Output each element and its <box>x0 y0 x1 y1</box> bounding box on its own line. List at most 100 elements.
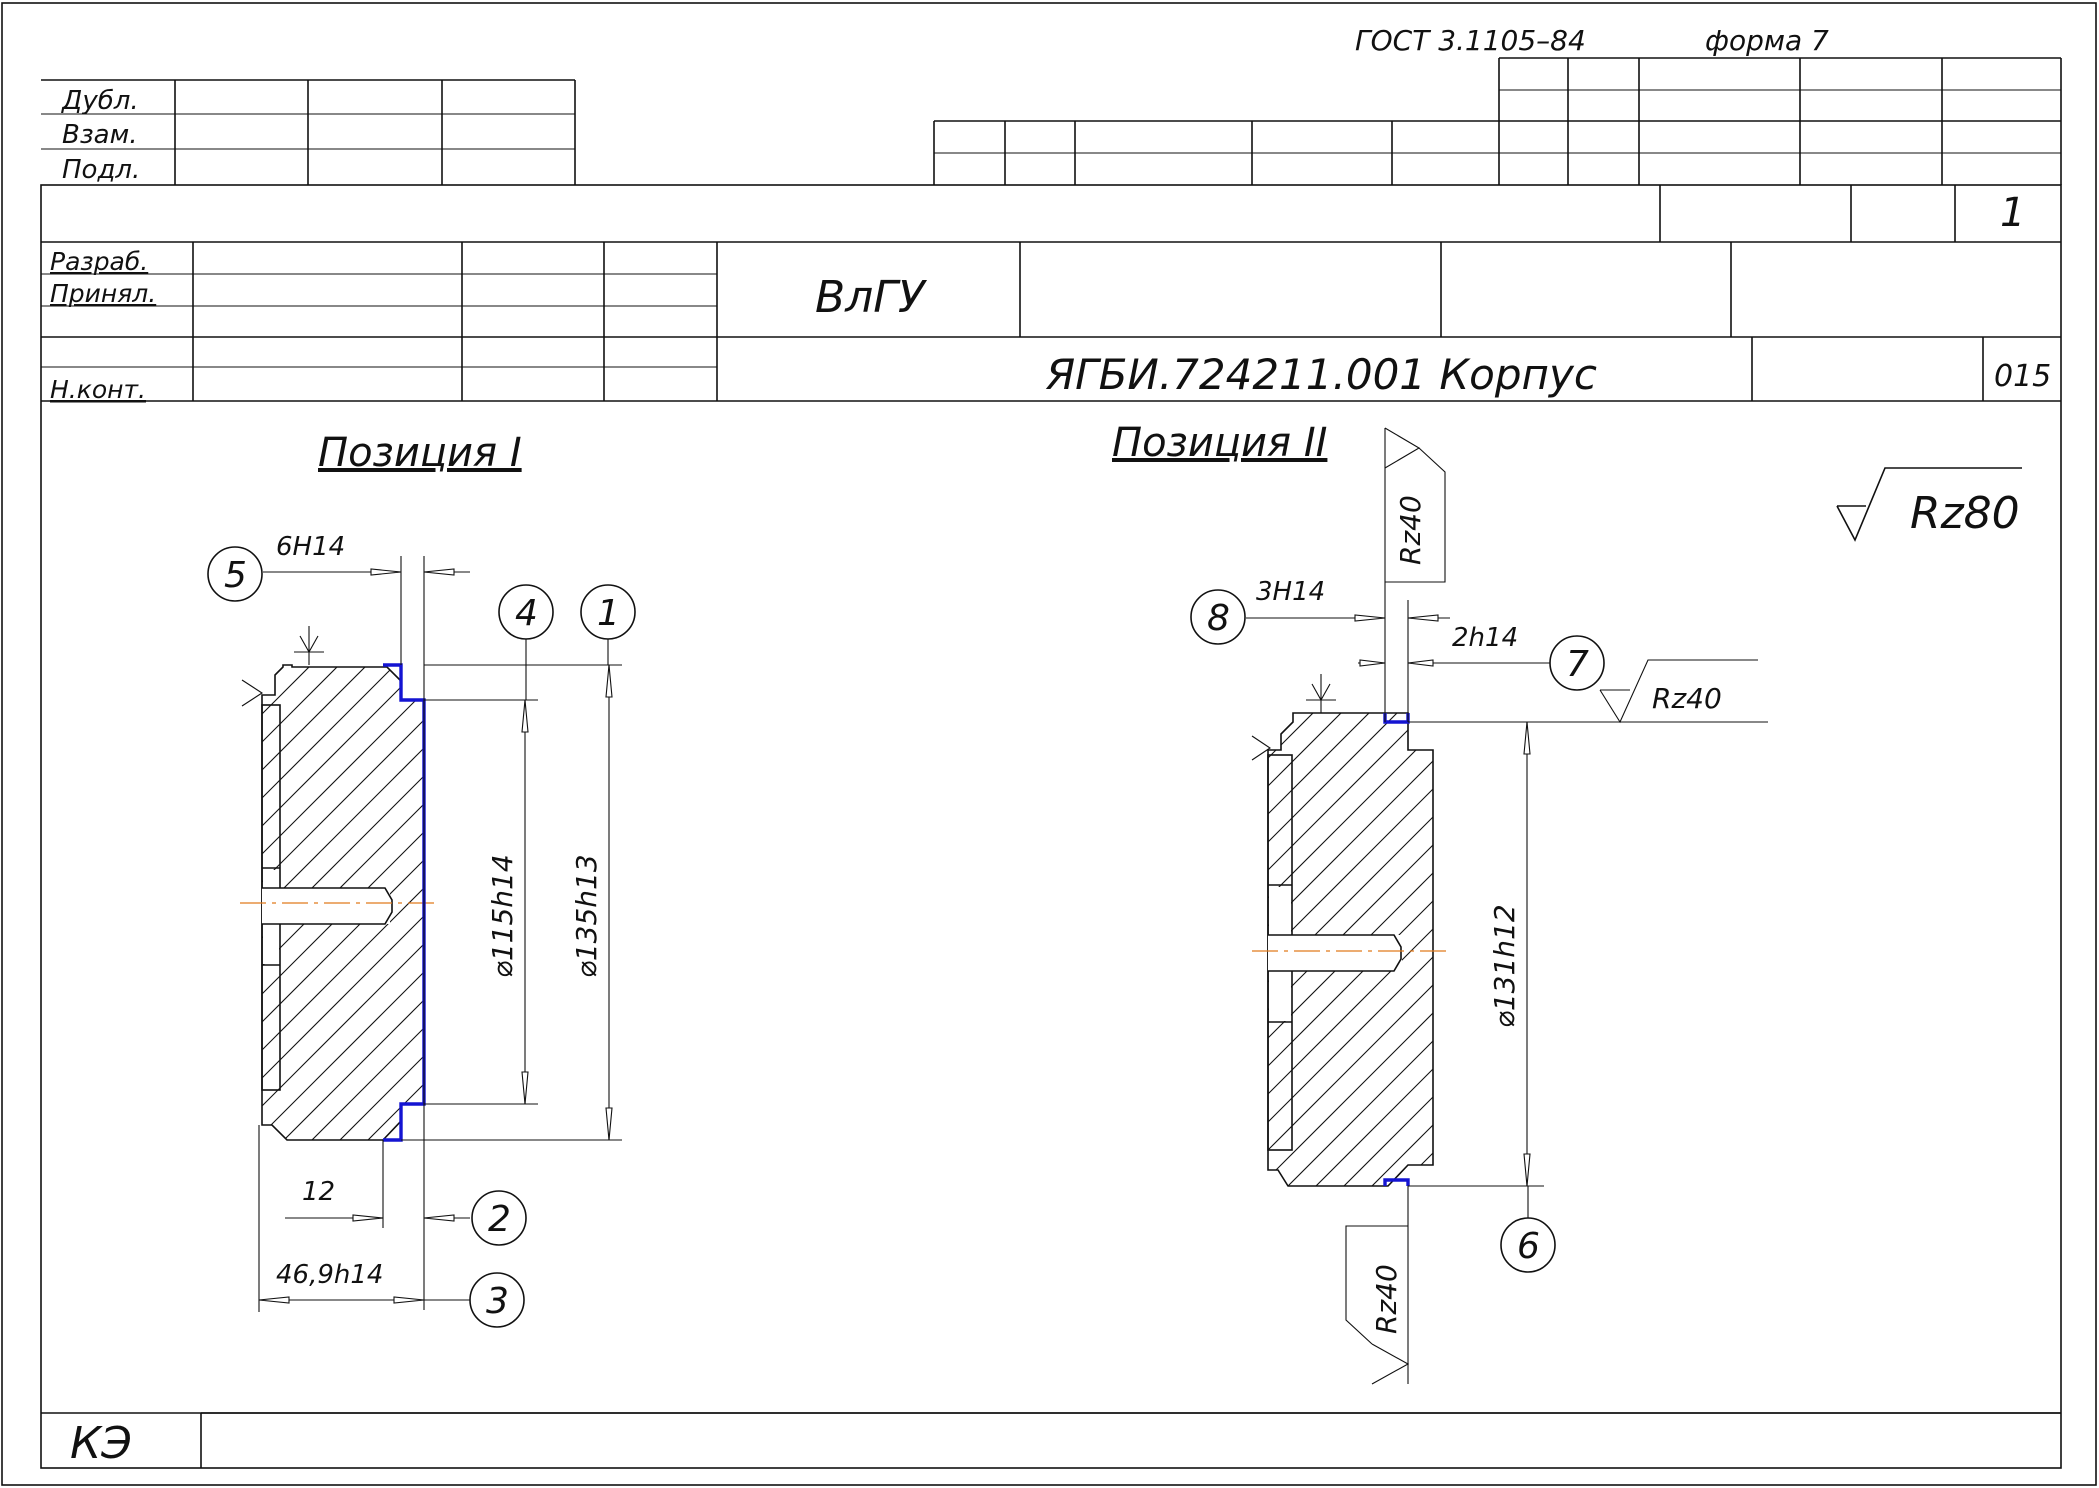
position-2-roughness: Rz40 Rz40 Rz40 <box>1345 427 1758 1385</box>
callout-1: 1 <box>597 593 620 634</box>
hatch-line <box>1268 713 1433 1186</box>
hatch-line <box>1268 713 1433 1186</box>
hatch-line <box>1536 705 2021 1190</box>
hatch-line <box>1732 705 2099 1190</box>
hatch-line <box>1760 705 2099 1190</box>
dim-46-9h14: 46,9h14 <box>258 1260 470 1304</box>
hatch-line <box>262 665 424 1140</box>
hatch-line <box>306 665 424 1140</box>
hatch-line <box>262 665 424 1140</box>
hatch-line <box>1872 705 2099 1190</box>
dim-dia-135-label: ⌀135h13 <box>570 854 603 978</box>
callout-2: 2 <box>488 1199 511 1240</box>
signature-block: Разраб. Принял. Н.конт. ВлГУ ЯГБИ.724211… <box>41 242 2061 404</box>
hatch-line <box>1480 705 1965 1190</box>
hatch-line <box>895 660 1380 1145</box>
hatch-line <box>1788 705 2099 1190</box>
general-roughness: Rz80 <box>1836 467 2022 542</box>
hatch-line <box>1704 705 2099 1190</box>
hatch-line <box>1268 713 1433 1186</box>
position-2-callouts: 8 7 6 <box>1190 589 1605 1273</box>
hatch-line <box>0 660 260 1145</box>
hatch-line <box>447 660 932 1145</box>
hatch-line <box>1311 713 1433 1186</box>
hatch-line <box>1339 713 1433 1186</box>
hatch-line <box>1564 705 2049 1190</box>
position-2-view: Позиция II 3Н1 <box>780 420 2099 1385</box>
hatch-line <box>1283 713 1433 1186</box>
general-roughness-value: Rz80 <box>1910 488 2020 539</box>
hatch-line <box>475 660 960 1145</box>
hatch-line <box>1452 705 1937 1190</box>
position-2-extension-lines <box>1384 428 1768 1384</box>
position-1-view: Позиция I <box>0 430 1380 1328</box>
hatch-line <box>362 665 424 1140</box>
dim-6h14: 6Н14 <box>263 532 470 576</box>
hatch-line <box>1268 713 1433 1186</box>
hatch-line <box>262 665 424 1140</box>
roughness-right: Rz40 <box>1652 682 1722 715</box>
prinyal-label: Принял. <box>50 279 156 308</box>
gost-label: ГОСТ 3.1105–84 <box>1355 24 1586 57</box>
sheet-number: 1 <box>2000 190 2025 236</box>
hatch-line <box>262 665 424 1140</box>
hatch-line <box>1268 713 1322 1186</box>
dim-6h14-label: 6Н14 <box>276 532 345 562</box>
hatch-line <box>262 665 424 1140</box>
roughness-top: Rz40 <box>1394 495 1427 565</box>
hatch-line <box>1367 713 1433 1186</box>
hatch-line <box>839 660 1324 1145</box>
roughness-bottom: Rz40 <box>1370 1264 1403 1334</box>
hatch-line <box>727 660 1212 1145</box>
hatch-line <box>1268 713 1294 1186</box>
position-1-hatch <box>0 660 1380 1145</box>
position-2-title: Позиция II <box>1112 420 1327 466</box>
hatch-line <box>390 665 424 1140</box>
vzam-label: Взам. <box>62 120 137 150</box>
hatch-line <box>1268 713 1378 1186</box>
hatch-line <box>334 665 424 1140</box>
hatch-line <box>1620 705 2099 1190</box>
footer-block: КЭ <box>41 1412 2061 1469</box>
hatch-line <box>811 660 1296 1145</box>
organization-name: ВлГУ <box>815 272 928 323</box>
revision-table: ГОСТ 3.1105–84 форма 7 <box>933 24 2062 185</box>
position-2-ribs <box>1267 754 1402 1151</box>
dim-dia-135: ⌀135h13 <box>570 664 613 1141</box>
dim-46-9h14-label: 46,9h14 <box>276 1260 383 1290</box>
hatch-line <box>643 660 1128 1145</box>
hatch-line <box>1268 713 1433 1186</box>
callout-4: 4 <box>515 593 538 634</box>
hatch-line <box>278 665 424 1140</box>
position-1-title: Позиция I <box>318 430 522 476</box>
hatch-line <box>559 660 1044 1145</box>
dim-12: 12 <box>285 1177 470 1222</box>
hatch-line <box>1648 705 2099 1190</box>
hatch-line <box>671 660 1156 1145</box>
position-2-hatch <box>780 705 2099 1190</box>
duplicate-table: Дубл. Взам. Подл. <box>41 79 576 185</box>
hatch-line <box>1268 713 1433 1186</box>
callout-6: 6 <box>1517 1226 1540 1267</box>
hatch-line <box>780 705 1265 1190</box>
hatch-line <box>1592 705 2077 1190</box>
callout-3: 3 <box>486 1281 509 1322</box>
hatch-line <box>1900 705 2099 1190</box>
hatch-line <box>1816 705 2099 1190</box>
title-block: Дубл. Взам. Подл. ГОСТ 3.1105–84 форма 7 <box>41 24 2062 404</box>
dim-3h14-label: 3Н14 <box>1256 577 1325 607</box>
nkont-label: Н.конт. <box>50 375 146 404</box>
dim-2h14-label: 2h14 <box>1452 623 1518 653</box>
hatch-line <box>587 660 1072 1145</box>
hatch-line <box>262 665 424 1140</box>
hatch-line <box>1395 713 1433 1186</box>
dim-dia-131: ⌀131h12 <box>1488 721 1531 1187</box>
operation-number: 015 <box>1994 359 2051 394</box>
hatch-line <box>1268 713 1433 1186</box>
hatch-line <box>1676 705 2099 1190</box>
position-1-extension-lines <box>258 556 622 1312</box>
doc-code: КЭ <box>70 1418 132 1469</box>
dim-3h14: 3Н14 <box>1246 577 1450 622</box>
